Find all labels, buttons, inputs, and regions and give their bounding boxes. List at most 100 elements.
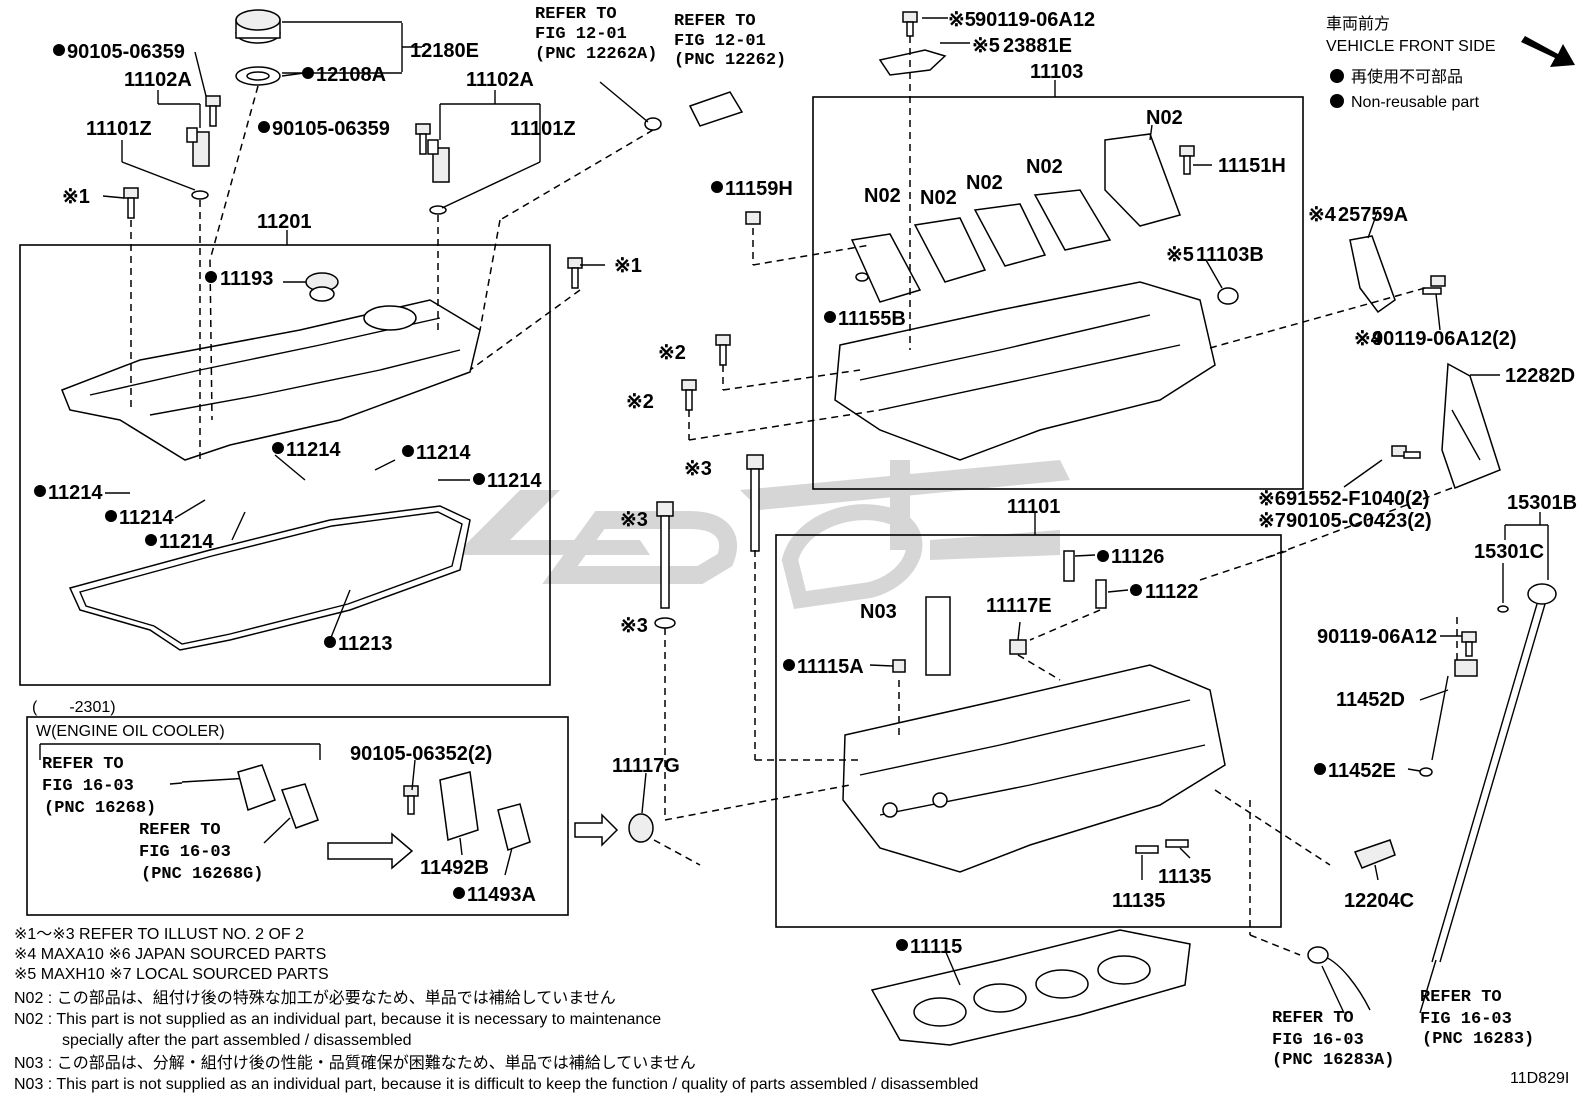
- bolt-icon[interactable]: [1422, 275, 1446, 295]
- cam-position-sensor-right[interactable]: [427, 139, 450, 215]
- oil-level-gauge[interactable]: [1431, 583, 1557, 963]
- breather-plug[interactable]: [305, 272, 339, 302]
- pcv-valve[interactable]: [1353, 839, 1396, 869]
- head-bolt-long[interactable]: [656, 501, 674, 609]
- oil-cooler-gasket[interactable]: [281, 783, 319, 829]
- label-11126: 11126: [1111, 546, 1164, 568]
- nut-icon[interactable]: [745, 211, 761, 225]
- refer-text: FIG 16-03: [1420, 1010, 1512, 1029]
- camshaft-bearing-cap[interactable]: [1033, 189, 1112, 251]
- cylinder-head-cover-box: [19, 244, 551, 686]
- bolt-icon[interactable]: [715, 334, 731, 366]
- bolt-icon[interactable]: [1461, 631, 1477, 657]
- footnote-line: ※1～※3 REFER TO ILLUST NO. 2 OF 2: [14, 926, 304, 943]
- oil-level-gauge-guide[interactable]: [1431, 659, 1478, 761]
- label-N02: N02: [864, 185, 901, 207]
- washer-icon[interactable]: [654, 617, 676, 629]
- dowel-pin[interactable]: [1095, 579, 1107, 609]
- gasket-11493A[interactable]: [497, 803, 531, 851]
- legend-front-en: VEHICLE FRONT SIDE: [1326, 38, 1496, 55]
- camshaft-housing-box: [812, 96, 1304, 490]
- o-ring-icon[interactable]: [1497, 605, 1509, 613]
- label-11103B: 11103B: [1196, 244, 1264, 266]
- plug-icon[interactable]: [1217, 287, 1239, 305]
- plug-11117G[interactable]: [628, 813, 654, 843]
- head-bolt-long[interactable]: [746, 454, 764, 552]
- label-N02: N02: [1146, 107, 1183, 129]
- camshaft-bearing-cap[interactable]: [850, 233, 922, 303]
- refer-text: REFER TO: [674, 12, 756, 31]
- plug-icon[interactable]: [855, 272, 869, 282]
- label-note-3: ※3: [620, 615, 648, 637]
- sleeve-N03[interactable]: [925, 596, 951, 676]
- label-12204C: 12204C: [1344, 890, 1414, 912]
- cylinder-head[interactable]: [842, 664, 1226, 873]
- bolt-icon[interactable]: [567, 257, 583, 289]
- label-11117G: 11117G: [612, 755, 680, 777]
- refer-notes: REFER TO FIG 12-01 (PNC 12262A) REFER TO…: [42, 5, 1534, 1070]
- refer-text: FIG 16-03: [1272, 1031, 1364, 1050]
- part-labels: 90105-06359 12180E 12108A 11102A 11102A …: [32, 9, 1577, 958]
- bolt-icon[interactable]: [1391, 445, 1421, 459]
- legend-front-jp: 車両前方: [1326, 15, 1390, 33]
- oil-filler-cap[interactable]: [235, 9, 281, 44]
- ventilation-hose[interactable]: [1307, 946, 1371, 1011]
- bolt-icon[interactable]: [681, 379, 697, 411]
- camshaft-bearing-cap[interactable]: [1104, 133, 1181, 227]
- refer-text: FIG 16-03: [139, 843, 231, 862]
- camshaft-bearing-cap[interactable]: [913, 217, 987, 283]
- label-23881E: 23881E: [1003, 35, 1072, 57]
- oil-cooler-flange[interactable]: [237, 764, 276, 811]
- label-11214: 11214: [119, 507, 174, 529]
- cylinder-head-cover[interactable]: [61, 299, 481, 461]
- refer-text: REFER TO: [1272, 1009, 1354, 1028]
- ring-pin[interactable]: [1063, 550, 1075, 582]
- label-11102A: 11102A: [124, 69, 192, 91]
- bracket-23881E[interactable]: [878, 49, 947, 76]
- bolt-icon[interactable]: [205, 95, 221, 127]
- pipe-section[interactable]: [688, 91, 744, 127]
- plug-11115A[interactable]: [892, 659, 906, 673]
- bolt-icon[interactable]: [902, 11, 918, 37]
- engine-hanger-25759A[interactable]: [1349, 235, 1396, 314]
- head-cover-gasket[interactable]: [68, 505, 471, 651]
- filler-cap-gasket[interactable]: [235, 66, 281, 86]
- cover-plate-11492B[interactable]: [439, 771, 479, 841]
- footnote-line: N03 : This part is not supplied as an in…: [14, 1076, 978, 1093]
- label-note-2: ※2: [626, 391, 654, 413]
- label-11214: 11214: [487, 470, 542, 492]
- bolt-icon[interactable]: [403, 785, 419, 815]
- bolt-icon[interactable]: [123, 187, 139, 219]
- engine-hanger-12282D[interactable]: [1441, 362, 1501, 489]
- bolt-icon[interactable]: [1179, 145, 1195, 175]
- leader-lines: [102, 17, 1549, 1014]
- camshaft-bearing-cap[interactable]: [973, 203, 1047, 267]
- label-11214: 11214: [159, 531, 214, 553]
- label-11159H: 11159H: [725, 178, 793, 200]
- refer-text: FIG 16-03: [42, 777, 134, 796]
- cylinder-head-box: [775, 534, 1282, 928]
- label-90105-06352: 90105-06352(2): [350, 743, 492, 765]
- ring-pin[interactable]: [1135, 845, 1159, 854]
- nonreusable-dot-icon: [1330, 94, 1344, 108]
- label-11122: 11122: [1145, 581, 1198, 603]
- legend: 車両前方 VEHICLE FRONT SIDE 再使用不可部品 Non-reus…: [1326, 15, 1496, 111]
- camshaft-housing[interactable]: [834, 281, 1216, 461]
- ring-pin[interactable]: [1165, 839, 1189, 848]
- o-ring-icon[interactable]: [1419, 767, 1433, 777]
- label-note-5: ※5: [1166, 244, 1194, 266]
- plug-11117E[interactable]: [1009, 639, 1027, 655]
- label-oil-cooler: W(ENGINE OIL COOLER): [36, 723, 225, 740]
- cam-position-sensor-left[interactable]: [186, 127, 210, 200]
- cylinder-head-gasket[interactable]: [870, 929, 1191, 1046]
- label-note-5: ※5: [948, 9, 976, 31]
- legend-nonreuse-jp: 再使用不可部品: [1351, 68, 1463, 86]
- label-11101: 11101: [1007, 496, 1060, 518]
- label-11135: 11135: [1112, 890, 1165, 912]
- bolt-icon[interactable]: [415, 123, 431, 155]
- hose-clamp[interactable]: [644, 117, 662, 131]
- arrow-icon: [574, 813, 619, 847]
- label-note-1: ※1: [614, 255, 642, 277]
- label-dots: [34, 44, 1326, 951]
- label-11102A: 11102A: [466, 69, 534, 91]
